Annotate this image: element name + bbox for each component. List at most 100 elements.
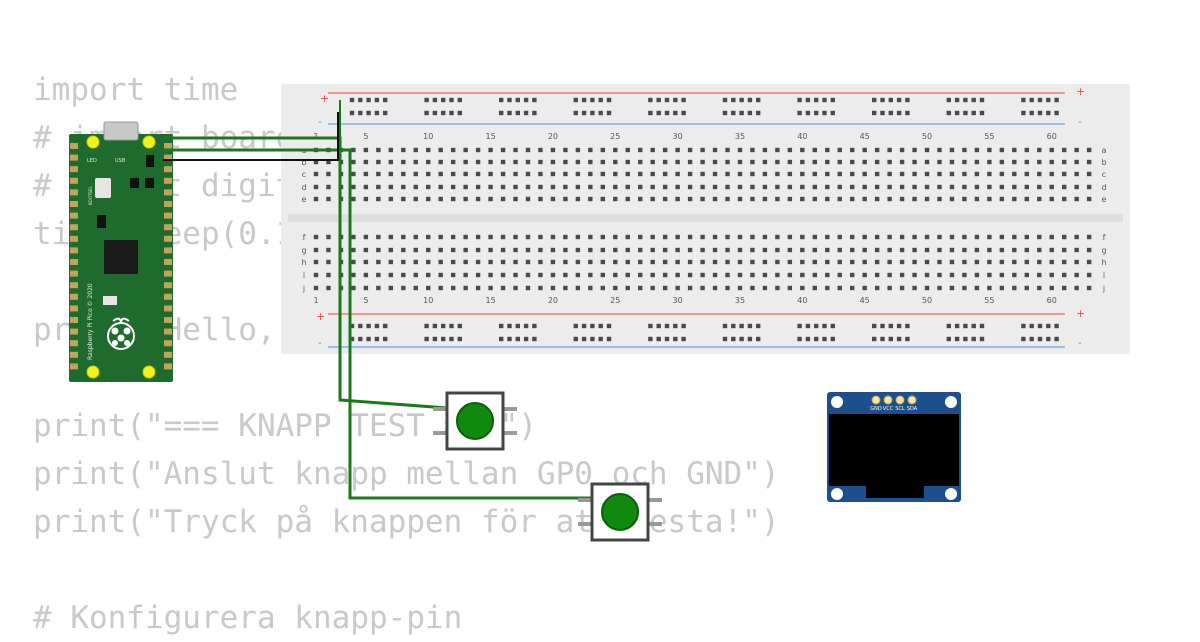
breadboard-hole[interactable] (575, 259, 581, 265)
breadboard-hole[interactable] (937, 159, 942, 165)
rail-hole[interactable] (830, 97, 835, 103)
breadboard-hole[interactable] (825, 159, 830, 165)
breadboard-hole[interactable] (413, 285, 418, 291)
rail-hole[interactable] (664, 323, 670, 329)
breadboard-hole[interactable] (326, 285, 331, 291)
rail-hole[interactable] (971, 336, 976, 342)
breadboard-hole[interactable] (974, 259, 980, 265)
breadboard-hole[interactable] (737, 184, 743, 190)
breadboard-hole[interactable] (463, 259, 468, 265)
push-button-1[interactable] (433, 391, 517, 451)
breadboard-hole[interactable] (850, 147, 855, 153)
breadboard-hole[interactable] (600, 285, 606, 291)
breadboard-hole[interactable] (538, 159, 543, 165)
rail-hole[interactable] (573, 323, 578, 329)
wires[interactable] (163, 100, 592, 500)
breadboard-hole[interactable] (800, 159, 805, 165)
breadboard-hole[interactable] (737, 259, 743, 265)
breadboard-hole[interactable] (775, 285, 780, 291)
breadboard-hole[interactable] (725, 184, 730, 190)
breadboard-hole[interactable] (500, 147, 506, 153)
breadboard-hole[interactable] (687, 147, 693, 153)
breadboard-hole[interactable] (762, 272, 768, 278)
breadboard-hole[interactable] (588, 285, 593, 291)
breadboard-hole[interactable] (550, 159, 556, 165)
breadboard-hole[interactable] (463, 285, 468, 291)
rail-hole[interactable] (523, 323, 529, 329)
breadboard-hole[interactable] (750, 159, 755, 165)
breadboard-hole[interactable] (750, 234, 755, 240)
breadboard-hole[interactable] (413, 159, 418, 165)
breadboard-hole[interactable] (326, 159, 331, 165)
breadboard-hole[interactable] (675, 184, 680, 190)
rail-hole[interactable] (822, 110, 827, 116)
breadboard-hole[interactable] (700, 159, 705, 165)
pico-pin[interactable] (70, 247, 78, 254)
breadboard-hole[interactable] (775, 184, 780, 190)
pico-pin[interactable] (164, 189, 172, 196)
breadboard-hole[interactable] (388, 234, 394, 240)
breadboard-hole[interactable] (638, 285, 643, 291)
breadboard-hole[interactable] (326, 196, 331, 202)
breadboard-hole[interactable] (575, 247, 581, 253)
rail-hole[interactable] (888, 110, 893, 116)
rail-hole[interactable] (963, 110, 968, 116)
rail-hole[interactable] (673, 110, 678, 116)
breadboard-hole[interactable] (775, 147, 780, 153)
breadboard-hole[interactable] (862, 184, 867, 190)
breadboard-hole[interactable] (812, 147, 817, 153)
breadboard-hole[interactable] (525, 159, 531, 165)
breadboard-hole[interactable] (687, 171, 693, 177)
rail-hole[interactable] (1054, 97, 1059, 103)
breadboard-hole[interactable] (488, 259, 493, 265)
rail-hole[interactable] (606, 323, 612, 329)
rail-hole[interactable] (979, 323, 985, 329)
pico-pin[interactable] (70, 201, 78, 207)
breadboard-hole[interactable] (1074, 234, 1079, 240)
rail-hole[interactable] (507, 97, 512, 103)
breadboard-hole[interactable] (500, 196, 506, 202)
rail-hole[interactable] (1037, 323, 1043, 329)
breadboard-hole[interactable] (687, 184, 693, 190)
breadboard-hole[interactable] (488, 234, 493, 240)
breadboard-hole[interactable] (974, 159, 980, 165)
breadboard-hole[interactable] (912, 234, 917, 240)
breadboard-hole[interactable] (662, 147, 668, 153)
breadboard-hole[interactable] (687, 285, 693, 291)
breadboard-hole[interactable] (313, 196, 319, 202)
rail-hole[interactable] (1021, 110, 1026, 116)
breadboard-hole[interactable] (1049, 234, 1054, 240)
pico-pin[interactable] (164, 212, 172, 219)
rail-hole[interactable] (349, 323, 355, 329)
breadboard-hole[interactable] (525, 247, 531, 253)
breadboard-hole[interactable] (837, 272, 842, 278)
breadboard-hole[interactable] (775, 259, 780, 265)
breadboard-hole[interactable] (625, 259, 630, 265)
breadboard-hole[interactable] (376, 247, 381, 253)
breadboard-hole[interactable] (388, 247, 394, 253)
rail-hole[interactable] (797, 97, 802, 103)
rail-hole[interactable] (880, 336, 885, 342)
rail-hole[interactable] (830, 323, 835, 329)
breadboard-hole[interactable] (1086, 159, 1092, 165)
breadboard-hole[interactable] (351, 259, 356, 265)
breadboard-hole[interactable] (737, 171, 743, 177)
breadboard-hole[interactable] (787, 159, 793, 165)
breadboard-hole[interactable] (1049, 196, 1054, 202)
breadboard-hole[interactable] (588, 259, 593, 265)
breadboard-hole[interactable] (949, 171, 955, 177)
push-button-2[interactable] (578, 482, 662, 542)
breadboard-hole[interactable] (550, 272, 556, 278)
rail-hole[interactable] (581, 336, 587, 342)
breadboard-hole[interactable] (588, 159, 593, 165)
breadboard-hole[interactable] (1012, 259, 1017, 265)
rail-hole[interactable] (349, 110, 355, 116)
breadboard-hole[interactable] (600, 196, 606, 202)
breadboard-hole[interactable] (787, 196, 793, 202)
rail-hole[interactable] (457, 110, 462, 116)
breadboard-hole[interactable] (924, 247, 930, 253)
rail-hole[interactable] (424, 323, 429, 329)
breadboard-hole[interactable] (650, 272, 655, 278)
breadboard-hole[interactable] (987, 285, 992, 291)
breadboard-hole[interactable] (525, 234, 531, 240)
